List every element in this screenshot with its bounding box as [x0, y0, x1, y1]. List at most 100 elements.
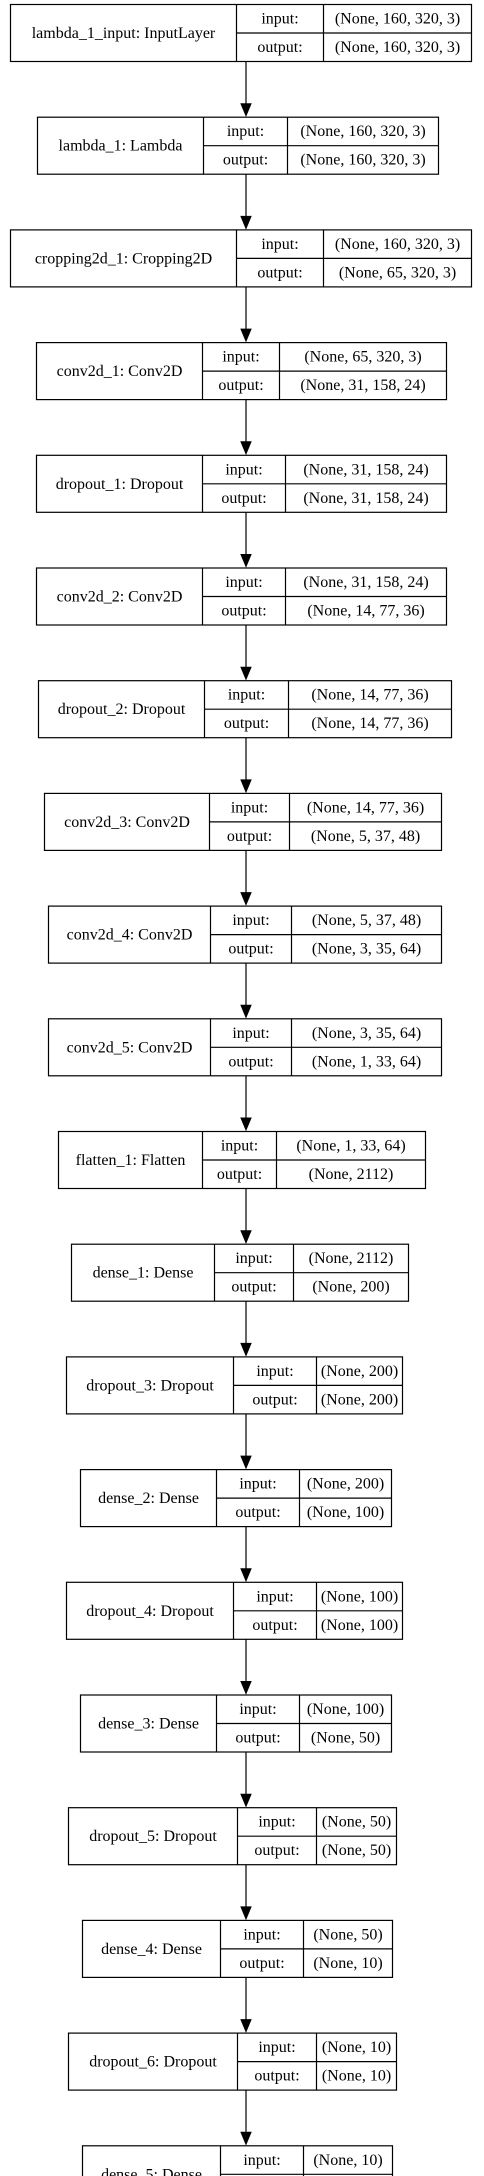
output-port-label: output:: [228, 1053, 273, 1070]
input-port-label: input:: [232, 912, 269, 929]
arrow-head-icon: [240, 215, 252, 230]
layer-node: dropout_1: Dropout input: output: (None, 31…: [35, 454, 448, 513]
output-port-label: output:: [224, 715, 269, 732]
input-port-label: input:: [243, 1926, 280, 1943]
input-shape: (None, 50): [313, 1926, 382, 1943]
output-shape: (None, 10): [322, 2068, 391, 2085]
input-port-label: input:: [228, 687, 265, 704]
layer-box: [81, 2145, 394, 2176]
edge-17: [240, 1864, 252, 1921]
layer-name: conv2d_4: Conv2D: [67, 927, 193, 944]
input-port-label: input:: [258, 1814, 295, 1831]
input-port-label: input:: [235, 1250, 272, 1267]
arrow-head-icon: [240, 1568, 252, 1583]
edge-1: [240, 61, 252, 117]
input-shape: (None, 65, 320, 3): [304, 349, 421, 366]
output-shape: (None, 10): [313, 1955, 382, 1972]
layer-name: dropout_4: Dropout: [86, 1603, 214, 1620]
layer-name: conv2d_5: Conv2D: [67, 1039, 193, 1056]
layer-name: dropout_5: Dropout: [89, 1828, 217, 1845]
arrow-head-icon: [240, 554, 252, 568]
output-port-label: output:: [252, 1391, 297, 1408]
arrow-head-icon: [240, 1681, 252, 1695]
input-shape: (None, 200): [307, 1476, 384, 1493]
output-port-label: output:: [257, 39, 302, 56]
layer-name: dense_4: Dense: [101, 1941, 202, 1958]
layer-name: conv2d_2: Conv2D: [57, 589, 183, 606]
layer-name: dense_1: Dense: [93, 1265, 194, 1282]
output-port-label: output:: [228, 941, 273, 958]
arrow-head-icon: [240, 1342, 252, 1357]
layer-name: lambda_1: Lambda: [59, 138, 183, 155]
layer-name: dense_2: Dense: [98, 1490, 199, 1507]
layer-node: conv2d_5: Conv2D input: output: (None, 3, 3…: [47, 1018, 443, 1077]
input-port-label: input:: [222, 349, 259, 366]
input-shape: (None, 50): [322, 1814, 391, 1831]
output-shape: (None, 160, 320, 3): [335, 39, 460, 56]
output-shape: (None, 3, 35, 64): [312, 941, 421, 958]
layer-name: dense_5: Dense: [101, 2166, 202, 2176]
layer-name: lambda_1_input: InputLayer: [32, 25, 216, 42]
output-shape: (None, 1, 33, 64): [312, 1053, 421, 1070]
edge-12: [240, 1301, 252, 1357]
edge-7: [240, 737, 252, 794]
layer-name: dropout_1: Dropout: [56, 476, 184, 493]
input-shape: (None, 160, 320, 3): [335, 11, 460, 28]
output-port-label: output:: [254, 2068, 299, 2085]
output-shape: (None, 160, 320, 3): [300, 152, 425, 169]
input-port-label: input:: [258, 2039, 295, 2056]
edge-6: [240, 625, 252, 681]
arrow-head-icon: [240, 1117, 252, 1132]
arrow-head-icon: [240, 779, 252, 794]
arrow-head-icon: [240, 1004, 252, 1019]
input-port-label: input:: [221, 1138, 258, 1155]
arrow-head-icon: [240, 2019, 252, 2033]
output-shape: (None, 200): [312, 1279, 389, 1296]
input-port-label: input:: [227, 123, 264, 140]
input-port-label: input:: [225, 461, 262, 478]
output-shape: (None, 50): [322, 1842, 391, 1859]
output-port-label: output:: [235, 1730, 280, 1747]
output-shape: (None, 100): [321, 1617, 398, 1634]
layer-node: lambda_1: Lambda input: output: (None, 160,…: [36, 116, 440, 175]
edge-15: [240, 1639, 252, 1695]
input-shape: (None, 100): [307, 1701, 384, 1718]
output-shape: (None, 31, 158, 24): [303, 490, 428, 507]
layer-name: dropout_2: Dropout: [58, 701, 186, 718]
arrow-head-icon: [240, 103, 252, 117]
output-shape: (None, 50): [311, 1730, 380, 1747]
edge-16: [240, 1752, 252, 1808]
output-port-label: output:: [221, 490, 266, 507]
arrow-head-icon: [240, 2131, 252, 2146]
input-port-label: input:: [232, 1025, 269, 1042]
input-port-label: input:: [231, 799, 268, 816]
output-port-label: output:: [221, 603, 266, 620]
input-shape: (None, 14, 77, 36): [311, 687, 428, 704]
layer-name: conv2d_3: Conv2D: [64, 814, 190, 831]
input-port-label: input:: [256, 1588, 293, 1605]
output-port-label: output:: [223, 152, 268, 169]
edge-5: [240, 512, 252, 568]
input-shape: (None, 160, 320, 3): [335, 236, 460, 253]
input-port-label: input:: [239, 1701, 276, 1718]
edge-3: [240, 286, 252, 343]
input-port-label: input:: [239, 1476, 276, 1493]
input-shape: (None, 14, 77, 36): [307, 799, 424, 816]
layer-name: flatten_1: Flatten: [76, 1152, 186, 1169]
input-shape: (None, 100): [321, 1588, 398, 1605]
input-shape: (None, 160, 320, 3): [300, 123, 425, 140]
arrow-head-icon: [240, 892, 252, 906]
input-shape: (None, 1, 33, 64): [296, 1138, 405, 1155]
edge-8: [240, 850, 252, 906]
input-port-label: input:: [261, 236, 298, 253]
input-shape: (None, 3, 35, 64): [312, 1025, 421, 1042]
